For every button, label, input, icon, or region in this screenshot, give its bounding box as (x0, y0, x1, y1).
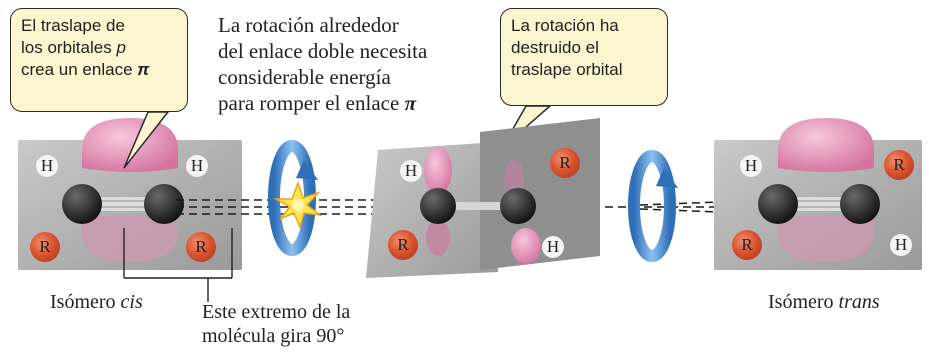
trans-label-a: Isómero (768, 291, 839, 313)
callout-right-line1: La rotación ha (511, 16, 619, 35)
trans-molecule (714, 118, 922, 270)
cis-isomer-label: Isómero cis (50, 290, 143, 314)
cis-orbital-bottom (82, 215, 178, 262)
center-line2: del enlace doble necesita (218, 39, 428, 63)
trans-orbital-top (778, 118, 874, 172)
cis-orbital-top (82, 118, 178, 172)
callout-left-tail (123, 111, 170, 169)
callout-left-line3b: π (137, 60, 150, 79)
trans-carbon-right (840, 184, 880, 224)
callout-overlap-destroyed: La rotación ha destruido el traslape orb… (500, 8, 668, 106)
cis-label-b: cis (120, 291, 143, 313)
middle-h-right: H (542, 236, 564, 258)
cis-label-a: Isómero (50, 291, 121, 313)
middle-lobe-left-bottom (426, 220, 450, 256)
callout-right-line2: destruido el (511, 38, 599, 57)
cis-r-bottom-right: R (186, 232, 216, 262)
rotation-arrow-icon (628, 150, 678, 262)
trans-r-bottom-left: R (732, 230, 762, 260)
callout-left-line2b: p (116, 38, 126, 57)
note-line1: Este extremo de la (202, 301, 351, 323)
center-line4a: para romper el enlace (218, 91, 405, 115)
trans-isomer-label: Isómero trans (768, 290, 880, 314)
cis-h-top-left: H (36, 155, 58, 177)
cis-bracket (123, 228, 233, 302)
rotation-note: Este extremo de la molécula gira 90° (202, 300, 350, 348)
trans-carbon-left (758, 184, 798, 224)
middle-r-right: R (550, 148, 580, 178)
callout-left-line1: El traslape de (21, 16, 125, 35)
middle-lobe-left-top (424, 146, 452, 194)
callout-left-line3a: crea un enlace (21, 60, 138, 79)
trans-h-top-left: H (740, 155, 762, 177)
middle-carbon-right (500, 188, 536, 224)
trans-label-b: trans (838, 291, 880, 313)
middle-h-left: H (400, 160, 422, 182)
center-line3: considerable energía (218, 65, 391, 89)
cis-r-bottom-left: R (30, 232, 60, 262)
cis-molecule (18, 118, 242, 270)
center-line1: La rotación alrededor (218, 13, 399, 37)
callout-orbital-overlap: El traslape de los orbitales p crea un e… (10, 8, 188, 112)
middle-lobe-right-left (504, 160, 524, 196)
callout-left-line2a: los orbitales (21, 38, 117, 57)
rotation-energy-text: La rotación alrededor del enlace doble n… (218, 12, 488, 116)
middle-lobe-right-bottom (511, 228, 541, 264)
trans-h-bottom-right: H (890, 234, 912, 256)
note-line2: molécula gira 90° (202, 325, 345, 347)
trans-orbital-bottom (778, 215, 874, 262)
middle-r-left: R (388, 230, 418, 260)
trans-r-top-right: R (884, 150, 914, 180)
cis-h-top-right: H (186, 155, 208, 177)
cis-carbon-left (62, 184, 102, 224)
callout-right-line3: traslape orbital (511, 60, 623, 79)
cis-carbon-right (144, 184, 184, 224)
middle-carbon-left (420, 188, 456, 224)
center-line4b: π (404, 91, 417, 115)
energy-burst-icon (273, 180, 323, 230)
